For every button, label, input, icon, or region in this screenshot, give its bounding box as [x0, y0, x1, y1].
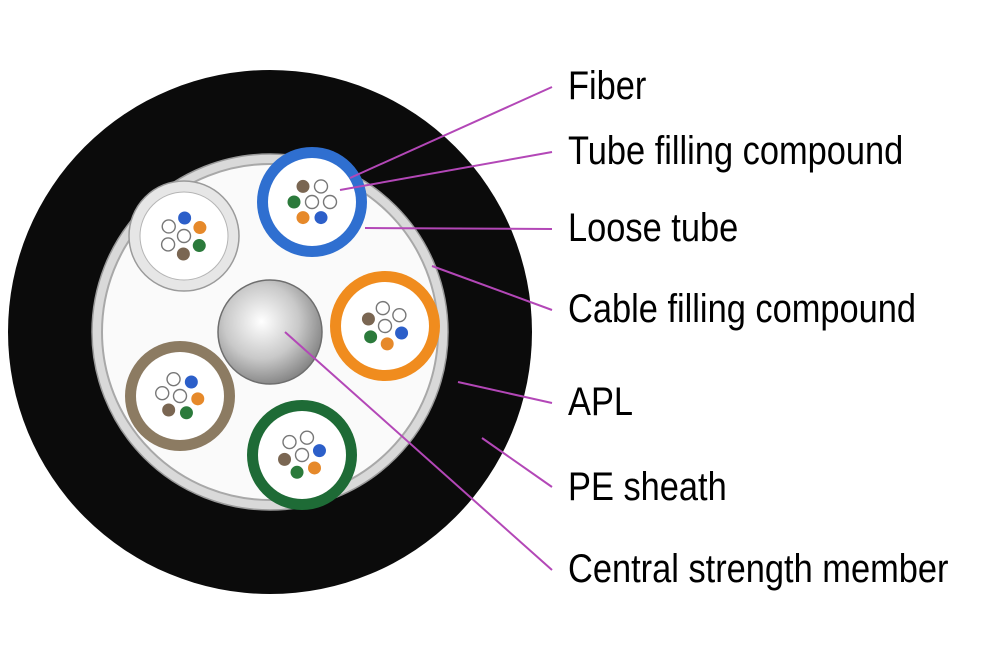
fiber [155, 385, 170, 401]
fiber [166, 371, 181, 387]
leader-fiber [349, 86, 553, 179]
label-central-strength-member: Central strength member [568, 547, 949, 591]
fiber [377, 318, 393, 334]
fiber [192, 239, 206, 253]
fiber [176, 247, 190, 261]
fiber [184, 375, 198, 389]
label-cable-filling-compound: Cable filling compound [568, 287, 917, 331]
fiber [290, 465, 304, 479]
fiber [278, 452, 292, 466]
fiber [161, 219, 176, 234]
fiber [282, 434, 297, 450]
leader-lines [284, 86, 553, 571]
fiber [176, 228, 192, 244]
fiber [361, 312, 375, 326]
label-loose-tube: Loose tube [568, 206, 739, 250]
leader-tube-filling-compound [339, 151, 553, 191]
leader-apl [457, 381, 553, 404]
central-strength-member [217, 279, 323, 385]
fiber [162, 403, 176, 417]
fiber [179, 406, 193, 420]
fiber [314, 211, 328, 225]
fiber [287, 195, 301, 209]
fiber [364, 330, 378, 344]
label-tube-filling-compound: Tube filling compound [568, 129, 904, 173]
fiber [375, 300, 391, 316]
label-apl: APL [568, 380, 634, 424]
fiber [178, 211, 192, 225]
fiber [395, 326, 409, 340]
label-fiber: Fiber [568, 64, 647, 108]
label-pe-sheath: PE sheath [568, 465, 727, 509]
fiber [380, 337, 394, 351]
fiber [191, 392, 205, 406]
fiber [312, 444, 326, 458]
fiber [392, 307, 407, 323]
fiber [160, 237, 176, 252]
fiber [294, 447, 310, 463]
fiber [299, 430, 315, 445]
fiber [193, 221, 207, 235]
fiber [308, 461, 322, 475]
fiber [313, 179, 329, 194]
fiber [304, 194, 320, 210]
fiber [296, 179, 310, 193]
fiber [172, 388, 188, 404]
fiber [296, 211, 310, 225]
leader-pe-sheath [481, 437, 553, 488]
leader-cable-filling-compound [431, 265, 553, 311]
leader-loose-tube [364, 227, 553, 230]
leader-central-strength-member [284, 331, 553, 571]
fiber [322, 194, 338, 210]
